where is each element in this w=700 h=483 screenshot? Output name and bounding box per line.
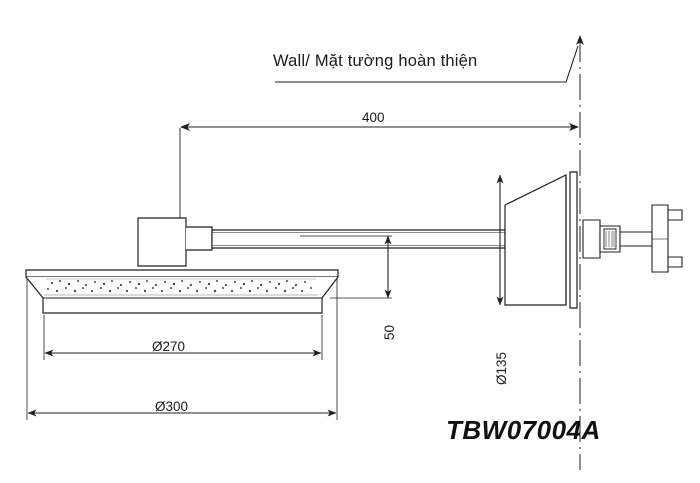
dimension-label-300: Ø300	[155, 399, 189, 414]
spray-face-hatching	[44, 278, 318, 296]
dimension-label-50: 50	[382, 324, 397, 340]
escutcheon-cone	[504, 174, 567, 306]
fitting-extension	[619, 231, 653, 247]
dimension-label-135: Ø135	[494, 351, 509, 385]
shower-arm-group	[211, 229, 506, 249]
wall-label-leader	[275, 45, 579, 83]
head-neck-block	[137, 217, 187, 267]
dimension-270-group	[43, 315, 323, 360]
flange-bolt-bottom	[667, 256, 683, 268]
dimension-50-group	[300, 235, 392, 299]
dimension-label-400: 400	[362, 110, 385, 125]
fitting-thread-hatch	[605, 231, 615, 247]
model-code-label: TBW07004A	[446, 415, 601, 445]
dimension-300-group	[26, 278, 338, 420]
dimension-400-group	[179, 123, 579, 225]
wall-note-label: Wall/ Mặt tường hoàn thiện	[273, 52, 478, 70]
shower-head-group	[25, 217, 339, 314]
inwall-fitting-group	[582, 204, 683, 273]
head-swivel-joint	[186, 226, 213, 251]
fitting-body	[582, 219, 601, 259]
head-top-plate	[25, 269, 339, 278]
fitting-thread	[603, 228, 617, 250]
wall-plate	[569, 171, 578, 309]
fitting-flange-plate	[651, 204, 669, 273]
wall-escutcheon-group	[504, 171, 578, 309]
spray-nozzle-texture	[47, 280, 312, 293]
flange-bolt-top	[667, 209, 683, 221]
wall-leader-line	[275, 45, 579, 83]
dimension-label-270: Ø270	[152, 339, 186, 354]
